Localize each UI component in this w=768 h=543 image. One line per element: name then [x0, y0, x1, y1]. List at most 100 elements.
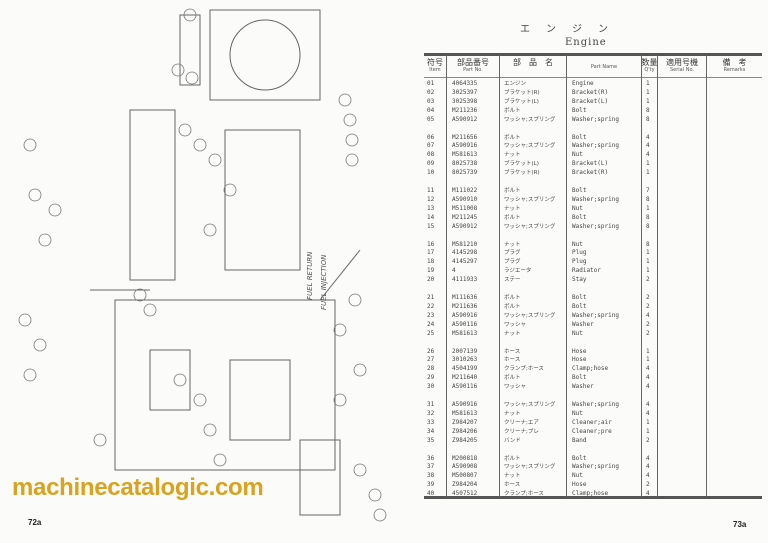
- part-no-cell: 3025397: [452, 88, 478, 96]
- name-jp-cell: ボルト: [504, 214, 521, 221]
- name-jp-cell: ホース: [504, 482, 521, 489]
- name-jp-cell: ブラケット(L): [504, 98, 539, 105]
- part-name-cell: Washer;spring: [572, 463, 619, 471]
- name-jp-cell: プラグ: [504, 250, 521, 257]
- name-jp-cell: クランプ;ホース: [504, 491, 544, 498]
- item-cell: 08: [427, 151, 435, 159]
- qty-cell: 1: [646, 88, 650, 96]
- part-name-cell: Washer;spring: [572, 142, 619, 150]
- part-no-cell: 2007139: [452, 347, 478, 355]
- part-name-cell: Cleaner;air: [572, 418, 612, 426]
- callout-circle: [93, 433, 107, 447]
- tank-drawing: [229, 359, 291, 441]
- part-name-cell: Washer;spring: [572, 195, 619, 203]
- name-jp-cell: ラジエータ: [504, 268, 532, 275]
- column-header-jp: 適用号機: [666, 58, 698, 67]
- name-jp-cell: クリーナ;プレ: [504, 428, 539, 435]
- part-name-cell: Washer: [572, 320, 594, 328]
- part-no-cell: 8025739: [452, 169, 478, 177]
- qty-cell: 2: [646, 294, 650, 301]
- qty-cell: 1: [646, 356, 650, 364]
- item-cell: 02: [427, 88, 435, 96]
- part-name-cell: Nut: [572, 472, 583, 480]
- item-cell: 29: [427, 374, 435, 382]
- part-name-cell: Plug: [572, 258, 587, 266]
- column-header-jp: 部 品 名: [513, 58, 553, 67]
- part-no-cell: M511008: [452, 204, 478, 212]
- part-name-cell: Bolt: [572, 302, 587, 310]
- item-cell: 20: [427, 276, 435, 284]
- part-no-cell: M111636: [452, 294, 478, 301]
- callout-circle: [171, 63, 185, 77]
- callout-circle: [38, 233, 52, 247]
- part-no-cell: 4111933: [452, 276, 478, 284]
- page-number-right: 73a: [733, 520, 747, 529]
- item-cell: 06: [427, 133, 435, 141]
- part-name-cell: Washer;spring: [572, 115, 619, 123]
- qty-cell: 1: [646, 160, 650, 168]
- engine-front-drawing: [224, 129, 301, 271]
- item-cell: 05: [427, 115, 435, 123]
- qty-cell: 8: [646, 213, 650, 221]
- name-jp-cell: ワッシャ: [504, 321, 527, 328]
- qty-cell: 4: [646, 490, 650, 498]
- item-cell: 11: [427, 187, 435, 194]
- part-name-cell: Hose: [572, 481, 587, 489]
- part-no-cell: M200818: [452, 454, 478, 462]
- part-name-cell: Bolt: [572, 133, 587, 141]
- part-no-cell: M500807: [452, 472, 478, 480]
- callout-circle: [345, 133, 359, 147]
- callout-circle: [353, 463, 367, 477]
- column-header: Part Name: [567, 64, 641, 71]
- item-cell: 04: [427, 106, 435, 114]
- item-cell: 24: [427, 320, 435, 328]
- part-name-cell: Washer;spring: [572, 311, 619, 319]
- name-jp-cell: ブラケット(L): [504, 161, 539, 168]
- qty-cell: 8: [646, 240, 650, 248]
- part-no-cell: Z984206: [452, 427, 478, 435]
- fuel-return-label: FUEL RETURN: [306, 251, 314, 300]
- name-jp-cell: ボルト: [504, 295, 521, 301]
- qty-cell: 4: [646, 454, 650, 462]
- part-name-cell: Plug: [572, 249, 587, 257]
- part-no-cell: M211245: [452, 213, 478, 221]
- qty-cell: 1: [646, 249, 650, 257]
- part-name-cell: Nut: [572, 409, 583, 417]
- watermark: machinecatalogic.com: [12, 474, 264, 501]
- item-cell: 10: [427, 169, 435, 177]
- item-cell: 16: [427, 240, 435, 248]
- part-name-cell: Washer: [572, 383, 594, 391]
- part-name-cell: Band: [572, 436, 587, 444]
- exploded-parts-drawing: [18, 8, 387, 522]
- callout-circle: [193, 138, 207, 152]
- item-cell: 38: [427, 472, 435, 480]
- part-name-cell: Engine: [572, 80, 594, 87]
- part-name-cell: Nut: [572, 240, 583, 248]
- part-name-cell: Hose: [572, 356, 587, 364]
- page-number-left: 72a: [28, 518, 42, 527]
- qty-cell: 8: [646, 195, 650, 203]
- name-jp-cell: ワッシャ;スプリング: [504, 116, 556, 123]
- part-no-cell: M211640: [452, 374, 478, 382]
- table-top-rule: [424, 53, 762, 56]
- item-cell: 14: [427, 213, 435, 221]
- callout-circle: [183, 8, 197, 22]
- column-header-en: Part Name: [590, 64, 618, 70]
- callout-circle: [133, 288, 147, 302]
- callout-circle: [28, 188, 42, 202]
- item-cell: 31: [427, 401, 435, 408]
- part-no-cell: 4145297: [452, 258, 478, 266]
- column-divider: [706, 55, 707, 497]
- qty-cell: 4: [646, 409, 650, 417]
- qty-cell: 4: [646, 472, 650, 480]
- name-jp-cell: ワッシャ;スプリング: [504, 464, 556, 471]
- part-no-cell: 3025398: [452, 97, 478, 105]
- part-name-cell: Bracket(L): [572, 160, 609, 168]
- part-name-cell: Bracket(L): [572, 97, 609, 105]
- item-cell: 40: [427, 490, 435, 498]
- name-jp-cell: ナット: [504, 473, 521, 480]
- fan-drawing: [229, 19, 301, 91]
- name-jp-cell: ナット: [504, 152, 521, 159]
- item-cell: 30: [427, 383, 435, 391]
